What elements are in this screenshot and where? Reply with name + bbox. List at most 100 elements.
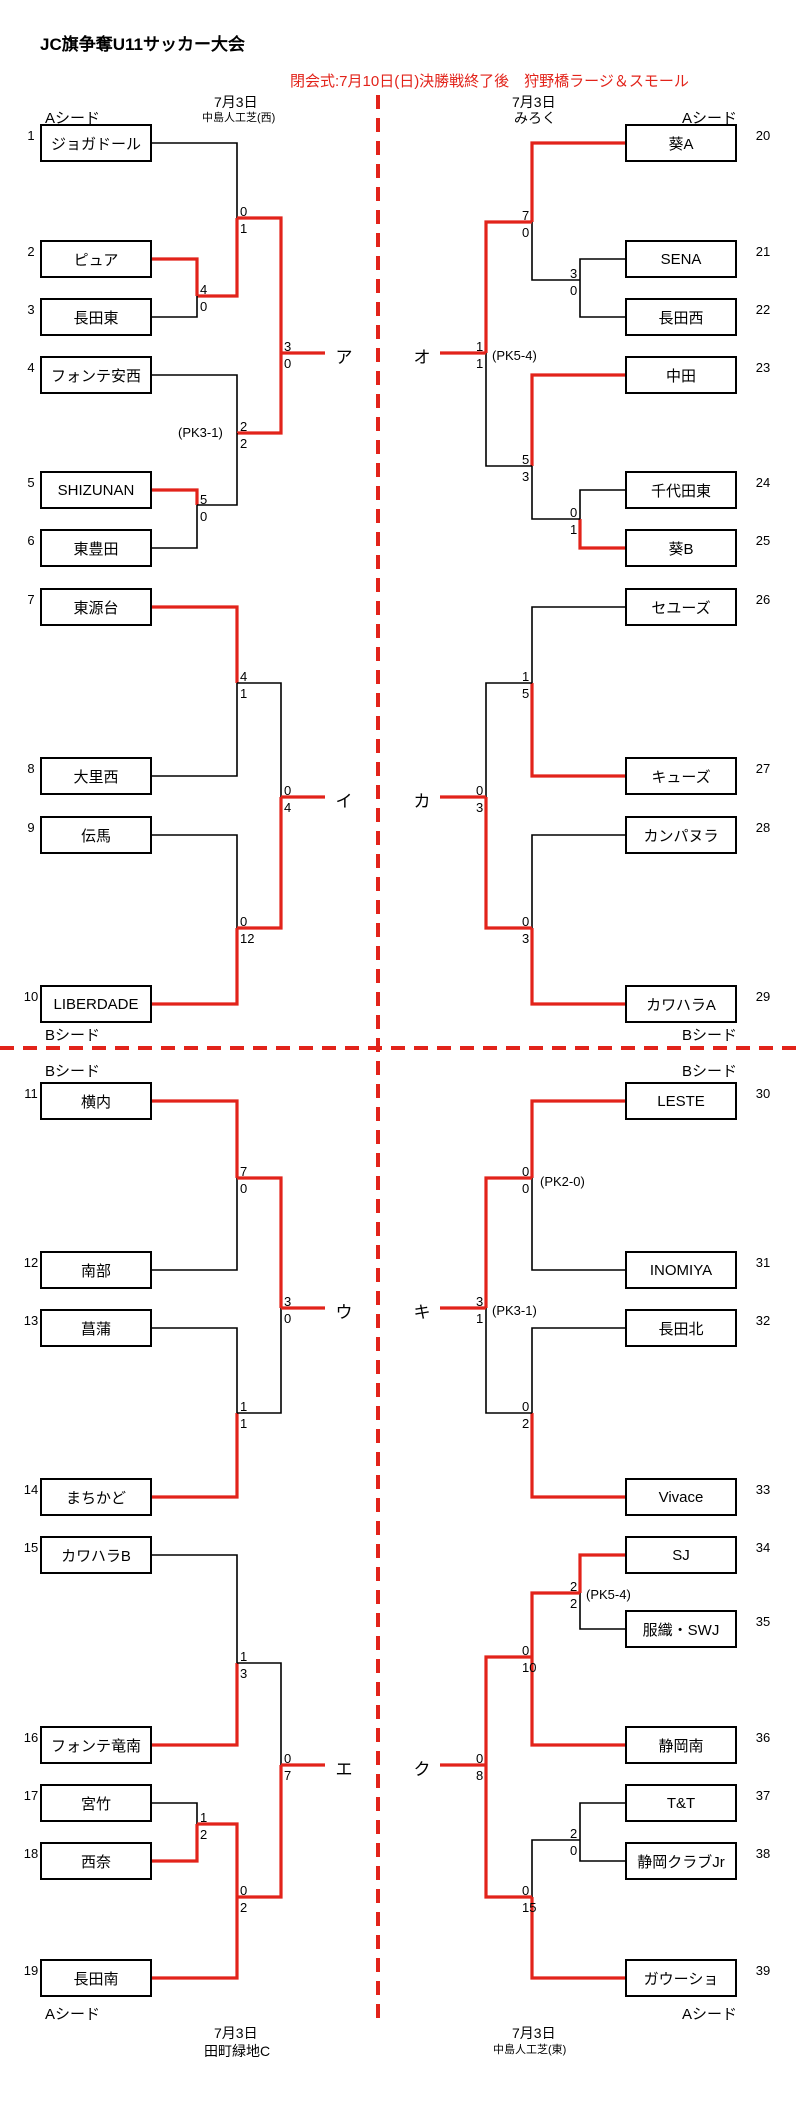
team-box: 宮竹: [40, 1784, 152, 1822]
match-score: 1: [240, 686, 248, 701]
team-number: 27: [755, 761, 771, 776]
match-score: 2: [570, 1596, 578, 1611]
venue-date-tl: 7月3日: [214, 94, 258, 110]
team-number: 25: [755, 533, 771, 548]
team-number: 3: [27, 302, 35, 317]
team-box: 横内: [40, 1082, 152, 1120]
team-box: Vivace: [625, 1478, 737, 1516]
match-score: 3: [284, 1294, 292, 1309]
team-box: 東源台: [40, 588, 152, 626]
team-number: 23: [755, 360, 771, 375]
team-box: カンパヌラ: [625, 816, 737, 854]
pk-note: (PK2-0): [540, 1174, 585, 1189]
match-score: 2: [570, 1579, 578, 1594]
match-score: 0: [240, 204, 248, 219]
match-score: 2: [522, 1416, 530, 1431]
block-label: ク: [413, 1760, 431, 1779]
match-score: 4: [284, 800, 292, 815]
match-score: 0: [522, 1643, 530, 1658]
match-score: 5: [522, 452, 530, 467]
block-label: ア: [335, 348, 353, 367]
seed-label: Bシード: [45, 1027, 101, 1044]
team-box: 南部: [40, 1251, 152, 1289]
match-score: 0: [284, 783, 292, 798]
pk-note: (PK5-4): [586, 1587, 631, 1602]
match-score: 0: [284, 1751, 292, 1766]
match-score: 3: [522, 931, 530, 946]
team-box: ジョガドール: [40, 124, 152, 162]
venue-date-bl: 7月3日: [214, 2025, 258, 2041]
team-number: 4: [27, 360, 35, 375]
match-score: 0: [522, 914, 530, 929]
venue-place-tr: みろく: [514, 110, 556, 126]
block-label: キ: [413, 1303, 431, 1322]
team-box: ピュア: [40, 240, 152, 278]
seed-label: Bシード: [682, 1027, 738, 1044]
seed-label: Aシード: [682, 2006, 738, 2023]
match-score: 0: [200, 509, 208, 524]
team-number: 6: [27, 533, 35, 548]
team-box: 菖蒲: [40, 1309, 152, 1347]
team-number: 18: [23, 1846, 39, 1861]
team-number: 35: [755, 1614, 771, 1629]
match-score: 7: [240, 1164, 248, 1179]
team-number: 10: [23, 989, 39, 1004]
team-number: 20: [755, 128, 771, 143]
team-box: 千代田東: [625, 471, 737, 509]
team-box: ガウーショ: [625, 1959, 737, 1997]
match-score: 0: [284, 1311, 292, 1326]
team-number: 2: [27, 244, 35, 259]
match-score: 0: [240, 1181, 248, 1196]
block-label: イ: [335, 792, 353, 811]
seed-label: Aシード: [45, 2006, 101, 2023]
team-box: 大里西: [40, 757, 152, 795]
team-number: 32: [755, 1313, 771, 1328]
pk-note: (PK5-4): [492, 348, 537, 363]
pk-note: (PK3-1): [178, 425, 223, 440]
team-number: 7: [27, 592, 35, 607]
match-score: 0: [522, 1164, 530, 1179]
match-score: 0: [476, 783, 484, 798]
team-number: 14: [23, 1482, 39, 1497]
match-score: 2: [240, 436, 248, 451]
team-box: 長田北: [625, 1309, 737, 1347]
match-score: 3: [240, 1666, 248, 1681]
match-score: 4: [240, 669, 248, 684]
team-box: 長田西: [625, 298, 737, 336]
team-number: 8: [27, 761, 35, 776]
match-score: 1: [240, 221, 248, 236]
match-score: 2: [240, 1900, 248, 1915]
match-score: 0: [570, 283, 578, 298]
team-box: 伝馬: [40, 816, 152, 854]
block-label: オ: [413, 348, 431, 367]
team-box: T&T: [625, 1784, 737, 1822]
match-score: 3: [476, 1294, 484, 1309]
team-number: 38: [755, 1846, 771, 1861]
venue-date-br: 7月3日: [512, 2025, 556, 2041]
pk-note: (PK3-1): [492, 1303, 537, 1318]
team-box: カワハラA: [625, 985, 737, 1023]
team-box: 長田東: [40, 298, 152, 336]
seed-label: Bシード: [682, 1063, 738, 1080]
team-box: SENA: [625, 240, 737, 278]
closing-ceremony-notice: 閉会式:7月10日(日)決勝戦終了後 狩野橋ラージ＆スモール: [290, 73, 689, 90]
block-label: エ: [335, 1760, 353, 1779]
team-number: 24: [755, 475, 771, 490]
team-box: セユーズ: [625, 588, 737, 626]
match-score: 1: [476, 356, 484, 371]
team-box: SJ: [625, 1536, 737, 1574]
match-score: 0: [570, 1843, 578, 1858]
venue-date-tr: 7月3日: [512, 94, 556, 110]
team-box: 葵B: [625, 529, 737, 567]
team-box: カワハラB: [40, 1536, 152, 1574]
team-number: 19: [23, 1963, 39, 1978]
match-score: 4: [200, 282, 208, 297]
team-number: 36: [755, 1730, 771, 1745]
team-number: 11: [24, 1086, 38, 1101]
match-score: 0: [522, 1399, 530, 1414]
team-number: 33: [755, 1482, 771, 1497]
match-score: 12: [240, 931, 255, 946]
seed-label: Aシード: [45, 110, 101, 127]
team-number: 39: [755, 1963, 771, 1978]
match-score: 1: [240, 1416, 248, 1431]
